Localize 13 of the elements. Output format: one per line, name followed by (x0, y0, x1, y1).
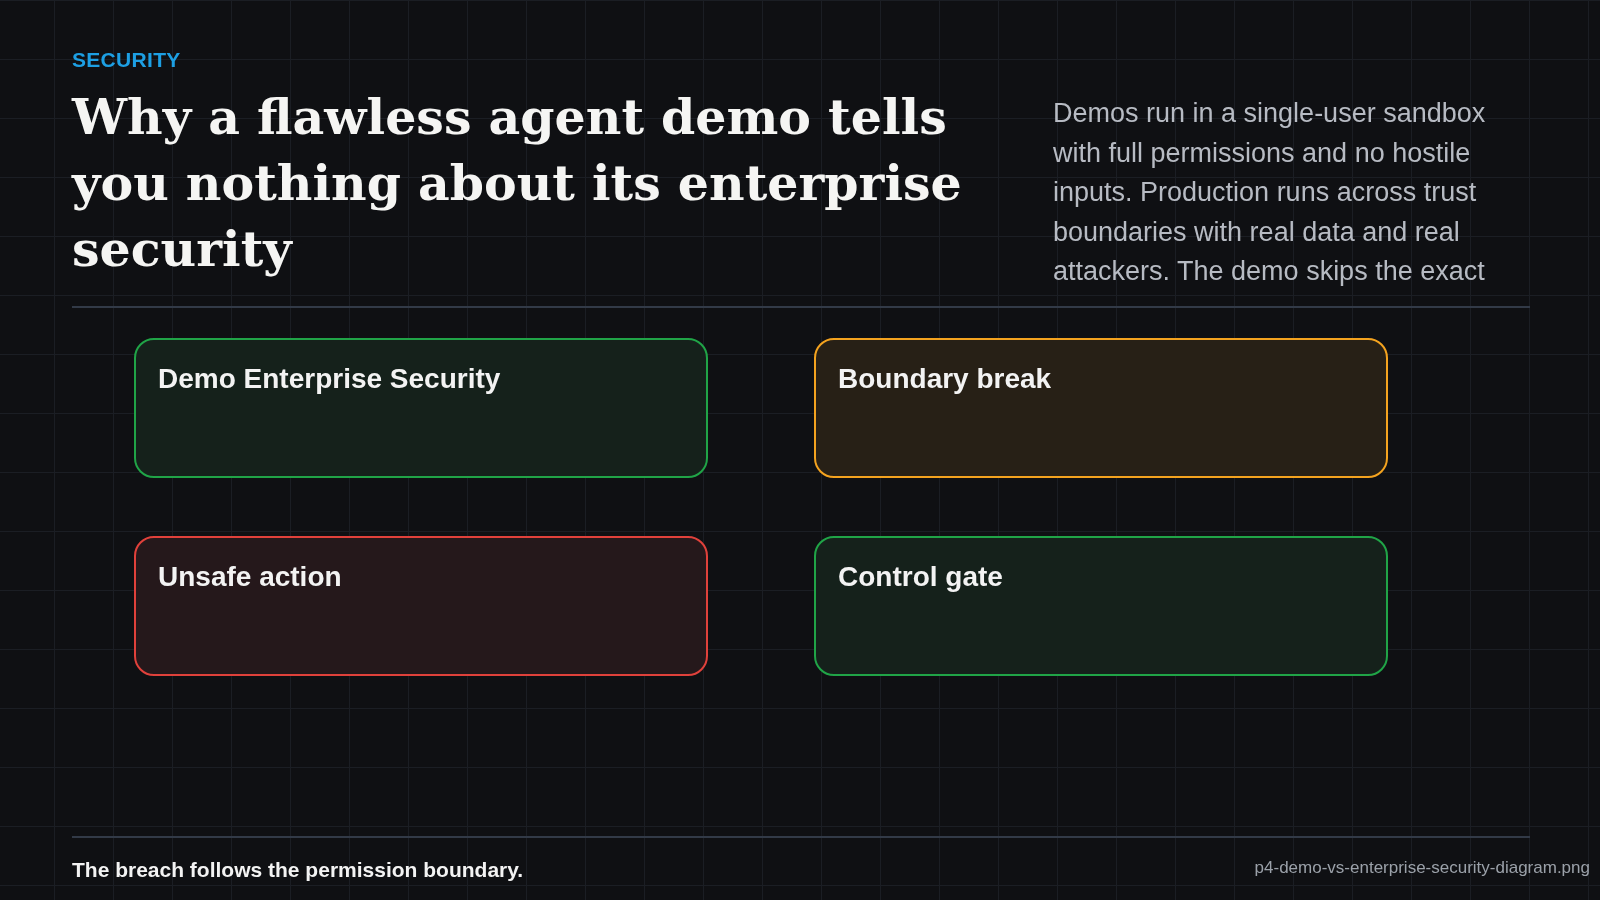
card-title: Demo Enterprise Security (158, 362, 501, 396)
intro-paragraph: Demos run in a single-user sandbox with full permissions and no hostile inputs. Production runs across trust boundaries with real data and real attackers. The demo skips the exact (1053, 97, 1487, 288)
caption-text: The breach follows the permission boundary. (72, 858, 524, 882)
page-title: Why a flawless agent demo tells you nothing about its enterprise security (72, 87, 963, 280)
info-card (134, 536, 708, 676)
card-title: Boundary break (838, 362, 1052, 396)
card-title: Unsafe action (158, 560, 342, 594)
section-label: SECURITY (72, 48, 181, 72)
card-title: Control gate (838, 560, 1003, 594)
info-card (814, 338, 1388, 478)
info-card (814, 536, 1388, 676)
file-name: p4-demo-vs-enterprise-security-diagram.png (1254, 858, 1590, 878)
info-card (134, 338, 708, 478)
